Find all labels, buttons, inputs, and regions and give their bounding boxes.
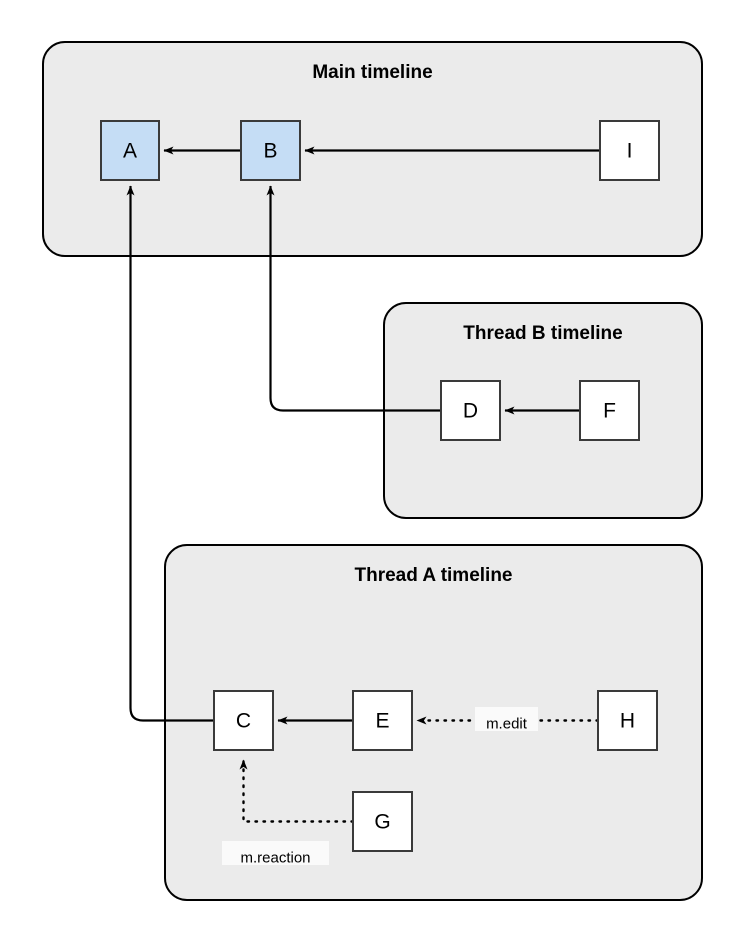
node-b-box	[240, 120, 301, 181]
node-e[interactable]: E	[352, 690, 413, 751]
edge-label-m-reaction-text: m.reaction	[240, 849, 310, 866]
group-main-timeline-box	[42, 41, 703, 257]
node-d-label: D	[463, 400, 478, 423]
node-b-label: B	[263, 140, 277, 163]
node-e-box	[352, 690, 413, 751]
node-a[interactable]: A	[100, 120, 160, 181]
group-thread-b-timeline-title: Thread B timeline	[463, 323, 622, 344]
edge-label-m-edit-text: m.edit	[486, 715, 528, 732]
edge-label-m-reaction-bg	[222, 841, 329, 865]
node-h[interactable]: H	[597, 690, 658, 751]
node-f[interactable]: F	[579, 380, 640, 441]
node-c-label: C	[236, 710, 251, 733]
node-c-box	[213, 690, 274, 751]
edge-c-to-a	[126, 185, 214, 722]
group-main-timeline-title: Main timeline	[312, 62, 432, 83]
group-thread-a-timeline-title: Thread A timeline	[354, 565, 512, 586]
node-g-label: G	[374, 811, 390, 834]
node-b[interactable]: B	[240, 120, 301, 181]
node-f-box	[579, 380, 640, 441]
node-g-box	[352, 791, 413, 852]
group-main-timeline[interactable]: Main timeline	[42, 41, 703, 257]
node-d[interactable]: D	[440, 380, 501, 441]
node-d-box	[440, 380, 501, 441]
node-h-box	[597, 690, 658, 751]
node-h-label: H	[620, 710, 635, 733]
node-g[interactable]: G	[352, 791, 413, 852]
node-a-box	[100, 120, 160, 181]
node-c[interactable]: C	[213, 690, 274, 751]
edge-label-m-reaction: m.reaction	[222, 841, 329, 866]
node-i-label: I	[627, 140, 633, 163]
node-i-box	[599, 120, 660, 181]
group-thread-a-timeline-box	[164, 544, 703, 901]
edge-label-m-edit: m.edit	[475, 707, 538, 732]
node-i[interactable]: I	[599, 120, 660, 181]
edge-d-to-b	[266, 185, 441, 412]
group-thread-a-timeline[interactable]: Thread A timeline	[164, 544, 703, 901]
node-f-label: F	[603, 400, 616, 423]
node-a-label: A	[123, 140, 137, 163]
edge-label-m-edit-bg	[475, 707, 538, 731]
node-e-label: E	[375, 710, 389, 733]
